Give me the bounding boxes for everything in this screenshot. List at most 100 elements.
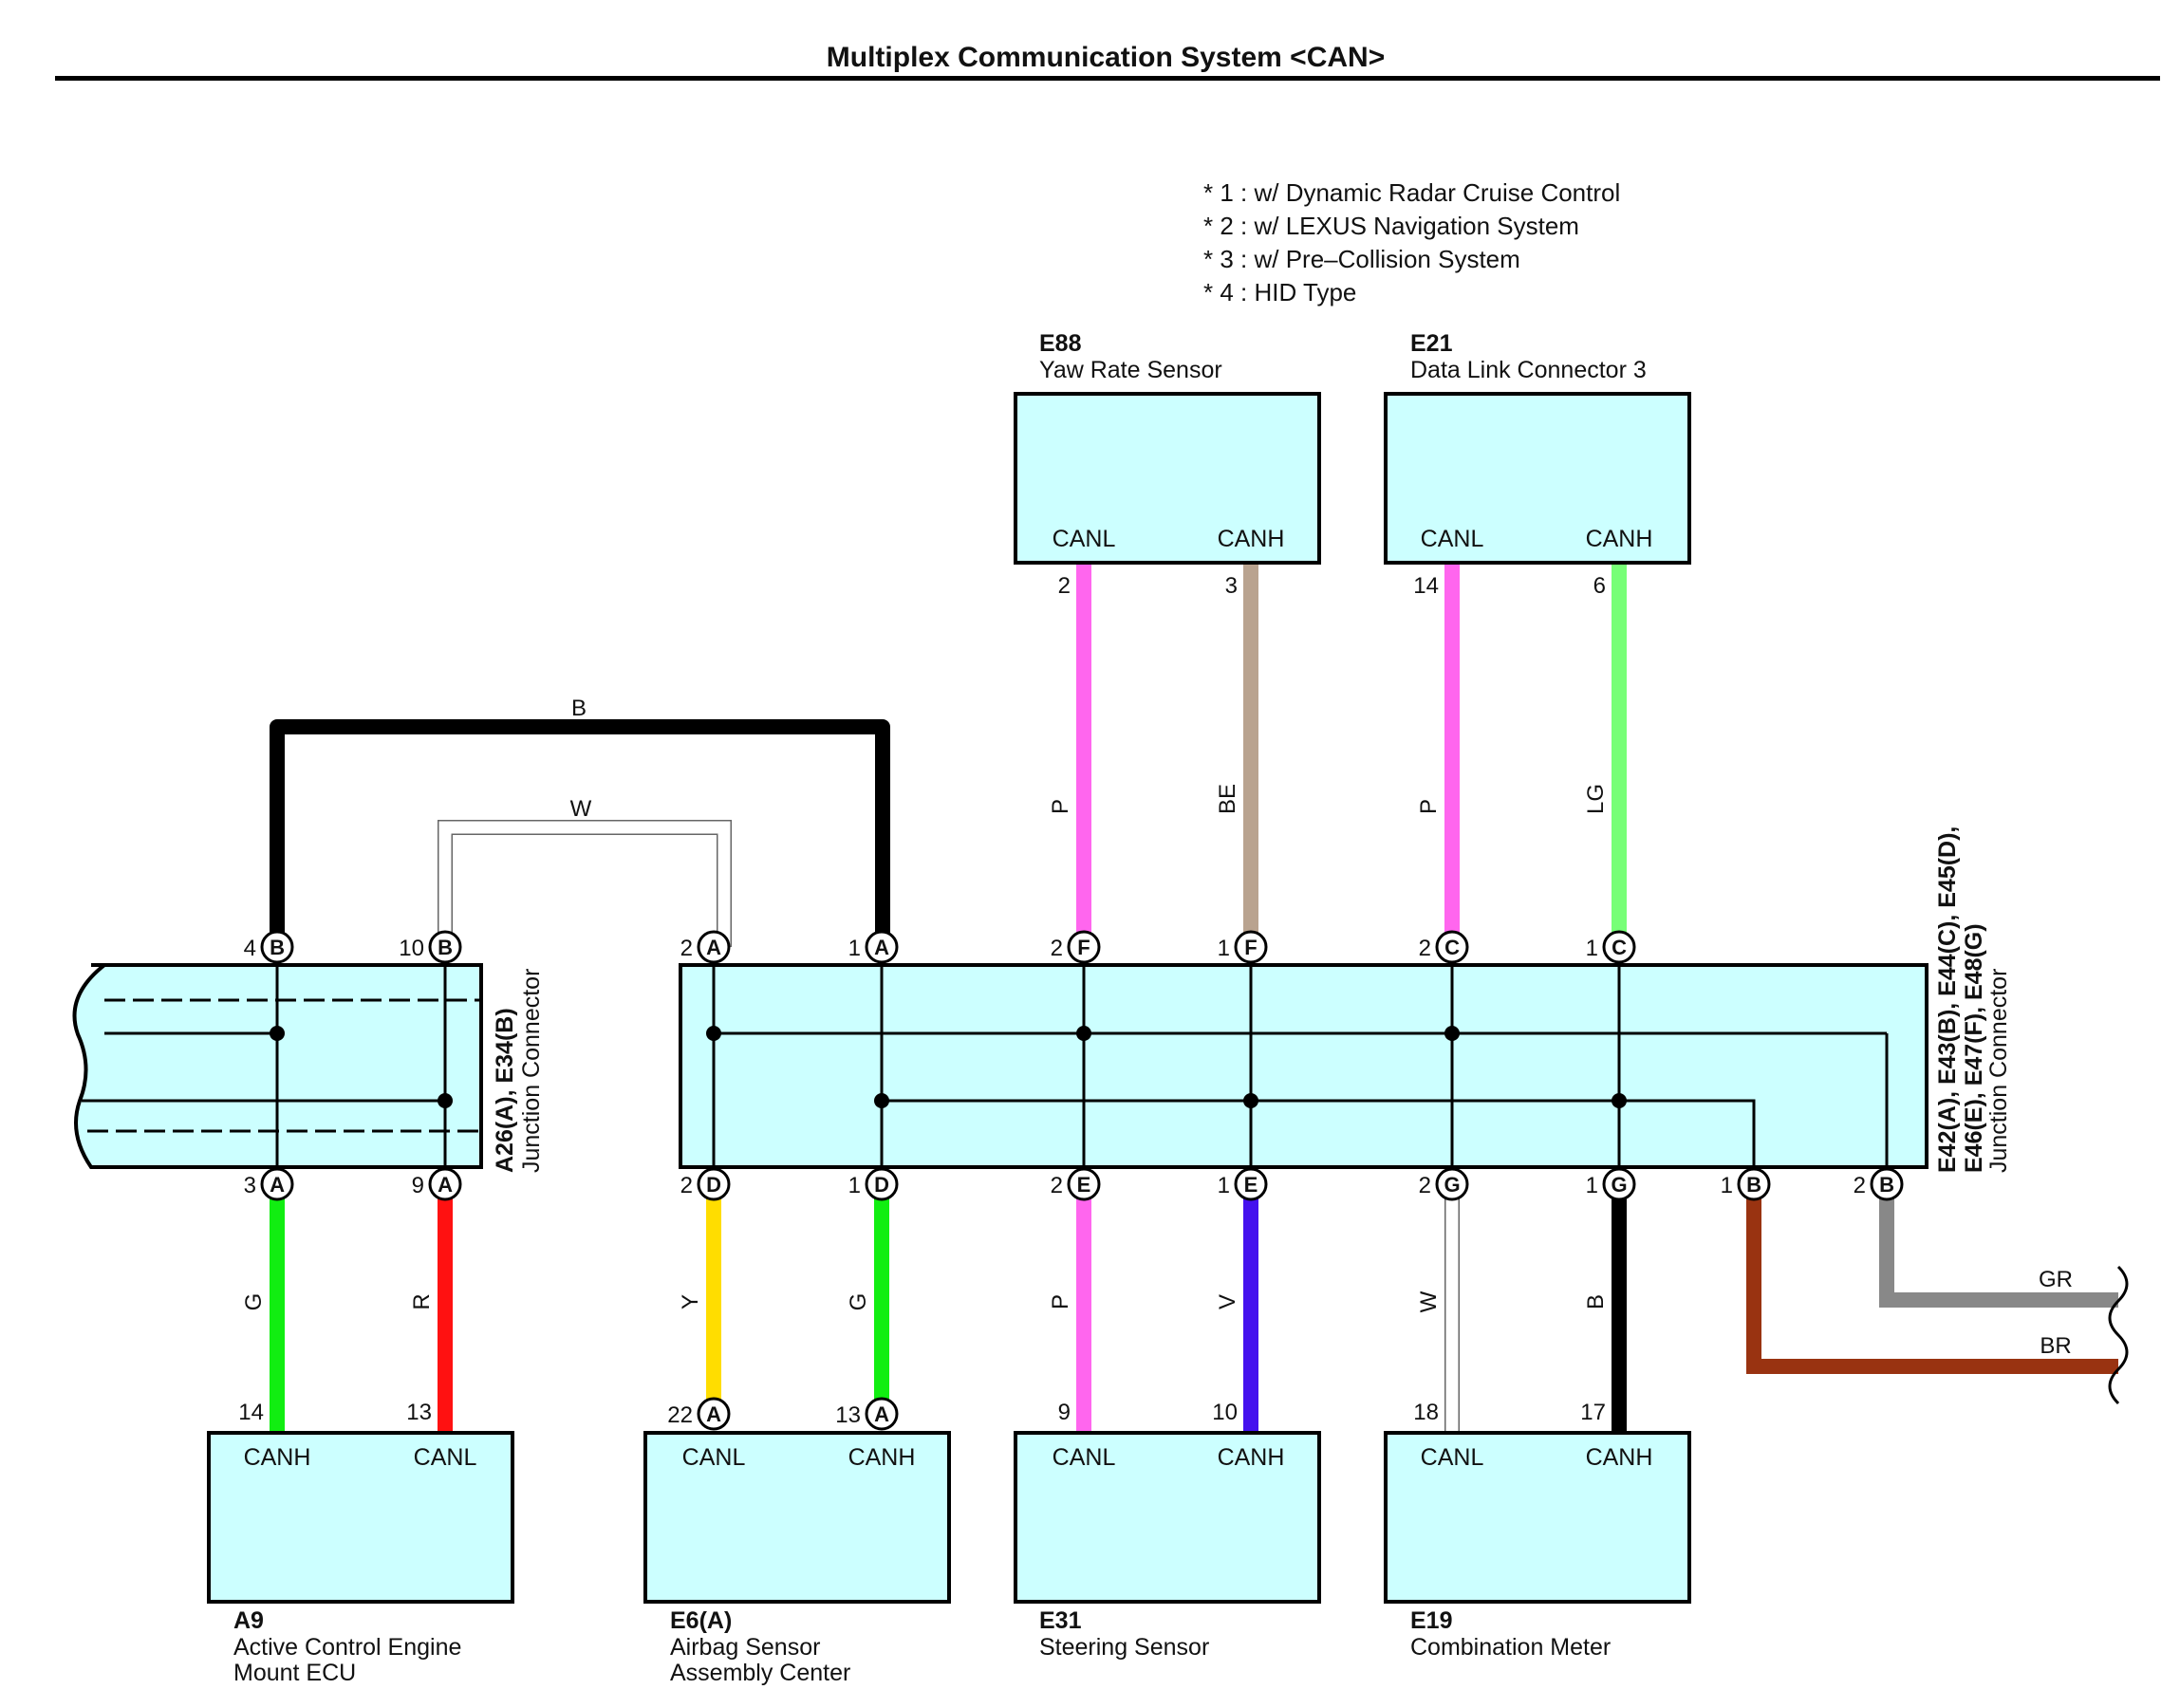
component-code: E88 [1039, 330, 1082, 357]
svg-text:9: 9 [412, 1173, 424, 1198]
svg-text:3: 3 [244, 1173, 256, 1198]
component-box [643, 1431, 951, 1604]
pin-label: CANH [244, 1444, 311, 1471]
svg-text:2: 2 [680, 1173, 693, 1198]
pin-label: CANL [1053, 1444, 1116, 1471]
component-name: Data Link Connector 3 [1410, 357, 1647, 383]
terminals: B 4 B 10 A 3 A 9 A 2 A 1 [244, 930, 1904, 1431]
pin-label: CANL [1421, 1444, 1484, 1471]
bottom-wire-color-labels: G R Y G P V W B [241, 1290, 1609, 1312]
svg-text:B: B [438, 936, 453, 959]
wire-color-label: G [241, 1293, 267, 1311]
component-box [207, 1431, 514, 1604]
pin-label: CANH [1586, 1444, 1653, 1471]
terminal: D 2 [680, 1167, 731, 1201]
junction-right-name: Junction Connector [1985, 969, 2012, 1173]
svg-text:F: F [1244, 936, 1257, 959]
page-title: Multiplex Communication System <CAN> [827, 42, 1385, 73]
svg-text:E: E [1244, 1173, 1258, 1197]
component-code: E19 [1410, 1607, 1452, 1634]
svg-text:A: A [874, 936, 889, 959]
pin-number: 18 [1413, 1400, 1439, 1425]
terminal: C 1 [1586, 930, 1636, 964]
component-name: Steering Sensor [1039, 1634, 1209, 1661]
component-code: E21 [1410, 330, 1453, 357]
svg-text:1: 1 [1218, 1173, 1230, 1198]
wire-color-label: R [409, 1293, 435, 1309]
terminal: A 13 [835, 1397, 899, 1431]
svg-text:B: B [1746, 1173, 1761, 1197]
component-code: E31 [1039, 1607, 1082, 1634]
wire-break-mark [2108, 1265, 2129, 1405]
component-name-line: Airbag Sensor [670, 1634, 820, 1661]
terminal: G 1 [1586, 1167, 1636, 1201]
svg-text:1: 1 [848, 936, 861, 961]
pin-label: CANL [1053, 526, 1116, 552]
note-1: * 1 : w/ Dynamic Radar Cruise Control [1203, 178, 1620, 207]
svg-text:B: B [1879, 1173, 1894, 1197]
junction-left-codes: A26(A), E34(B) [492, 1008, 518, 1173]
junction-right-codes-1: E42(A), E43(B), E44(C), E45(D), [1934, 826, 1961, 1173]
svg-text:D: D [706, 1173, 721, 1197]
svg-text:A: A [706, 1402, 721, 1426]
svg-text:1: 1 [1586, 936, 1598, 961]
notes-block: * 1 : w/ Dynamic Radar Cruise Control * … [1203, 178, 1620, 306]
component-e21: E21 Data Link Connector 3 CANL CANH 14 6 [1384, 330, 1691, 599]
component-e88: E88 Yaw Rate Sensor CANL CANH 2 3 [1014, 330, 1321, 599]
component-name: Combination Meter [1410, 1634, 1611, 1661]
splice-dot [438, 1093, 453, 1108]
component-e31: 9 10 CANL CANH E31 Steering Sensor [1014, 1400, 1321, 1661]
pin-number: 14 [1413, 573, 1439, 599]
pin-number: 2 [1058, 573, 1071, 599]
pin-number: 14 [238, 1400, 264, 1425]
terminal: D 1 [848, 1167, 899, 1201]
pin-number: 17 [1580, 1400, 1606, 1425]
terminal: B 2 [1854, 1167, 1904, 1201]
svg-text:A: A [706, 936, 721, 959]
svg-text:C: C [1612, 936, 1627, 959]
bridge-outer-color-label: B [571, 696, 587, 721]
pin-label: CANH [848, 1444, 916, 1471]
pin-label: CANL [1421, 526, 1484, 552]
wire-gr [1879, 1184, 2118, 1308]
bridge-inner-color-label: W [570, 796, 592, 822]
svg-text:A: A [270, 1173, 285, 1197]
svg-text:C: C [1444, 936, 1460, 959]
terminal: A 9 [412, 1167, 462, 1201]
note-4: * 4 : HID Type [1203, 278, 1356, 306]
terminal: B 1 [1721, 1167, 1771, 1201]
wire-color-label: P [1048, 1294, 1073, 1309]
component-code: A9 [233, 1607, 264, 1634]
svg-text:1: 1 [848, 1173, 861, 1198]
component-e6: CANL CANH E6(A) Airbag Sensor Assembly C… [643, 1431, 951, 1686]
title-rule [55, 76, 2160, 81]
splice-dot [270, 1026, 285, 1041]
pin-label: CANL [682, 1444, 746, 1471]
wire-color-label: P [1416, 799, 1442, 814]
wire-br [1746, 1184, 2118, 1374]
svg-text:22: 22 [667, 1402, 693, 1428]
output-wire-label-gr: GR [2039, 1267, 2073, 1292]
terminal: E 1 [1218, 1167, 1268, 1201]
splice-dot [1076, 1026, 1091, 1041]
terminal: C 2 [1419, 930, 1469, 964]
terminal: G 2 [1419, 1167, 1469, 1201]
pin-number: 13 [406, 1400, 432, 1425]
svg-text:2: 2 [1419, 1173, 1431, 1198]
wire-bridge-inner-outline [438, 820, 732, 947]
svg-text:E: E [1077, 1173, 1091, 1197]
splice-dot [874, 1093, 889, 1108]
component-e19: 18 17 CANL CANH E19 Combination Meter [1384, 1400, 1691, 1661]
junction-right-body [679, 963, 1928, 1169]
terminal: F 1 [1218, 930, 1268, 964]
note-2: * 2 : w/ LEXUS Navigation System [1203, 212, 1579, 240]
junction-right-codes-2: E46(E), E47(F), E48(G) [1961, 923, 1987, 1173]
svg-text:13: 13 [835, 1402, 861, 1428]
svg-text:1: 1 [1586, 1173, 1598, 1198]
splice-dot [1612, 1093, 1627, 1108]
pin-number: 6 [1593, 573, 1606, 599]
terminal: F 2 [1051, 930, 1101, 964]
component-name-line: Assembly Center [670, 1660, 850, 1686]
splice-dot [1243, 1093, 1258, 1108]
